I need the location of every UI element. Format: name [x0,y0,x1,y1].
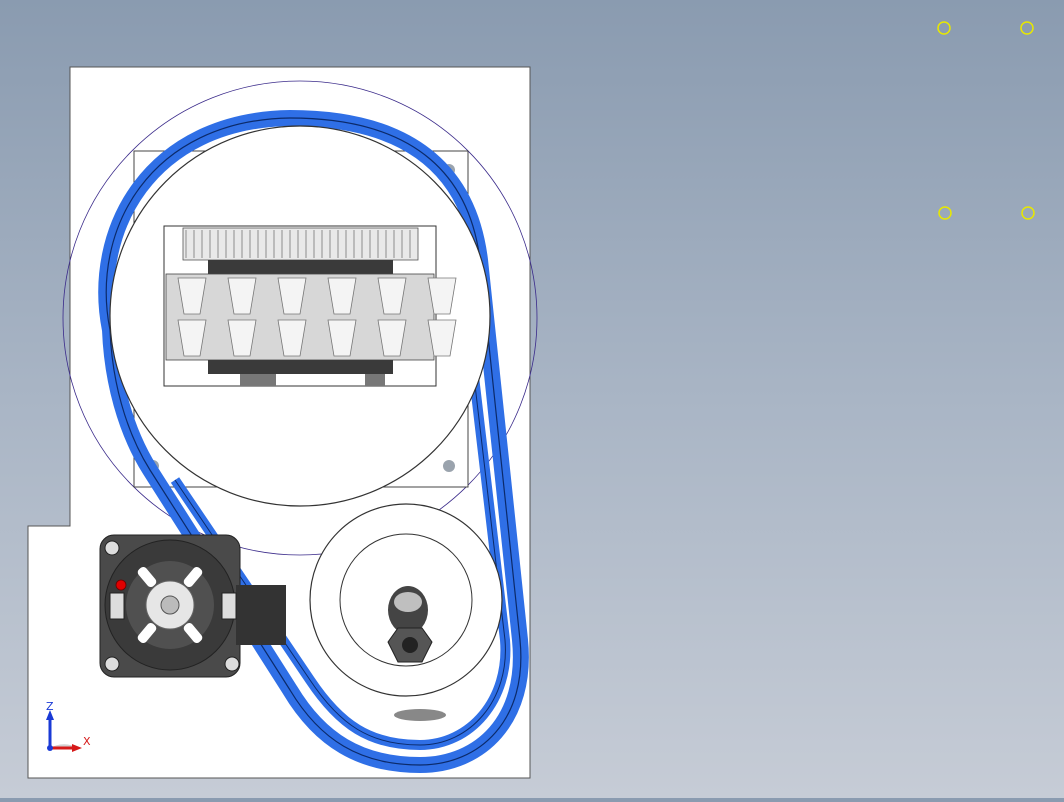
reference-point-marker-icon[interactable] [1021,206,1035,220]
coordinate-triad[interactable]: Z X [46,700,91,752]
barrel-slot [327,319,357,357]
reference-point-marker-icon[interactable] [1020,21,1034,35]
indicator-dot-icon [115,579,127,591]
barrel-slot [377,319,407,357]
barrel-slot [327,277,357,315]
barrel-slot [227,319,257,357]
x-axis-label: X [83,735,91,748]
barrel-slot [427,319,457,357]
barrel-slot [177,319,207,357]
barrel-slot [277,277,307,315]
mount-hole-icon [443,460,455,472]
barrel-slot [277,319,307,357]
lower-shaft-collar [394,709,446,721]
shaft-nut-icon[interactable] [387,586,433,663]
barrel-slot [427,277,457,315]
drive-belt-inner-edge [105,117,522,766]
reference-point-marker-icon[interactable] [938,206,952,220]
drive-belt-second-strand-edge [174,299,506,746]
barrel-slot [177,277,207,315]
reference-circle [62,80,538,556]
barrel-slot [227,277,257,315]
barrel-slot [377,277,407,315]
reference-point-marker-icon[interactable] [937,21,951,35]
toothed-gear[interactable] [165,227,457,386]
motor[interactable] [99,534,286,678]
z-axis-label: Z [46,700,54,713]
